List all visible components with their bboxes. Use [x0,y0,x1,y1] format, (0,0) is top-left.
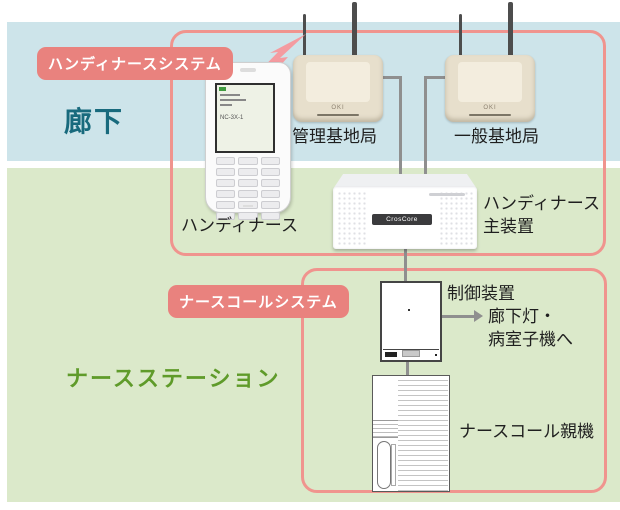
antenna-icon [508,2,513,66]
parent-unit-cradle [391,444,396,486]
handset-keypad [216,157,280,220]
connector-line [404,246,407,283]
main-unit-badge: CrosCore [372,214,432,225]
handy-nurse-handset: NC-3X-1 [205,62,291,220]
main-unit-front: CrosCore [333,187,477,249]
station-brand-label: OKI [331,105,345,111]
parent-unit-handset-icon [377,441,391,489]
screen-text-line [220,94,240,96]
to-corridor-lamp-label: 廊下灯・ 病室子機へ [488,305,573,351]
to-corridor-lamp-line1: 廊下灯・ [488,307,556,326]
earpiece [240,68,256,72]
parent-unit-display [373,376,398,421]
parent-unit-speaker-grill [373,421,398,438]
arrow-head-icon [474,310,483,322]
handy-nurse-main-unit: CrosCore [333,174,477,250]
arrow-shaft [440,315,474,318]
handset-model-text: NC-3X-1 [220,115,244,121]
screen-text-line [220,104,232,106]
general-base-station: OKI [445,55,535,122]
connector-dot [435,354,437,356]
handset-screen: NC-3X-1 [215,83,275,153]
antenna-icon [352,2,357,66]
nurse-call-parent-unit [372,375,450,492]
call-button-column [398,376,424,491]
parent-unit-left-section [373,376,399,491]
handy-nurse-system-badge: ハンディナースシステム [37,47,233,80]
connector-line [406,357,409,377]
screen-status-icon [219,87,226,91]
station-brand-label: OKI [483,105,497,111]
handset-label: ハンディナース [181,216,298,235]
main-unit-label-line1: ハンディナース [483,194,600,213]
nurse-call-system-badge: ナースコールシステム [168,285,349,318]
control-unit-label: 制御装置 [447,284,515,303]
call-button-column [423,376,448,491]
antenna-icon [459,14,462,66]
to-corridor-lamp-line2: 病室子機へ [488,330,573,349]
vent-dots [439,191,473,245]
screen-text-line [220,99,246,101]
connector-block [402,350,420,357]
management-base-station-label: 管理基地局 [292,127,377,146]
connector-line [382,76,402,79]
parent-unit-handset-area [373,438,398,490]
vent-dots [337,191,367,245]
connector-line [424,76,446,79]
main-unit-label: ハンディナース 主装置 [483,192,600,238]
control-unit [380,281,442,362]
general-base-station-label: 一般基地局 [454,127,539,146]
corridor-zone-title: 廊下 [64,106,125,137]
station-front-panel [306,62,370,102]
parent-unit-label: ナースコール親機 [459,422,595,441]
nurse-station-zone-title: ナースステーション [66,366,281,391]
antenna-icon [303,14,306,66]
nurse-station-zone [7,168,620,502]
control-unit-connector-strip [383,349,439,359]
station-slot [469,114,511,116]
management-base-station: OKI [293,55,383,122]
main-unit-label-line2: 主装置 [483,217,534,236]
station-slot [317,114,359,116]
control-unit-led [408,309,410,311]
connector-block [385,352,397,357]
connector-line [399,76,402,182]
vent-slot [429,193,465,196]
connector-line [424,76,427,182]
station-front-panel [458,62,522,102]
microphone-slot [243,205,253,207]
